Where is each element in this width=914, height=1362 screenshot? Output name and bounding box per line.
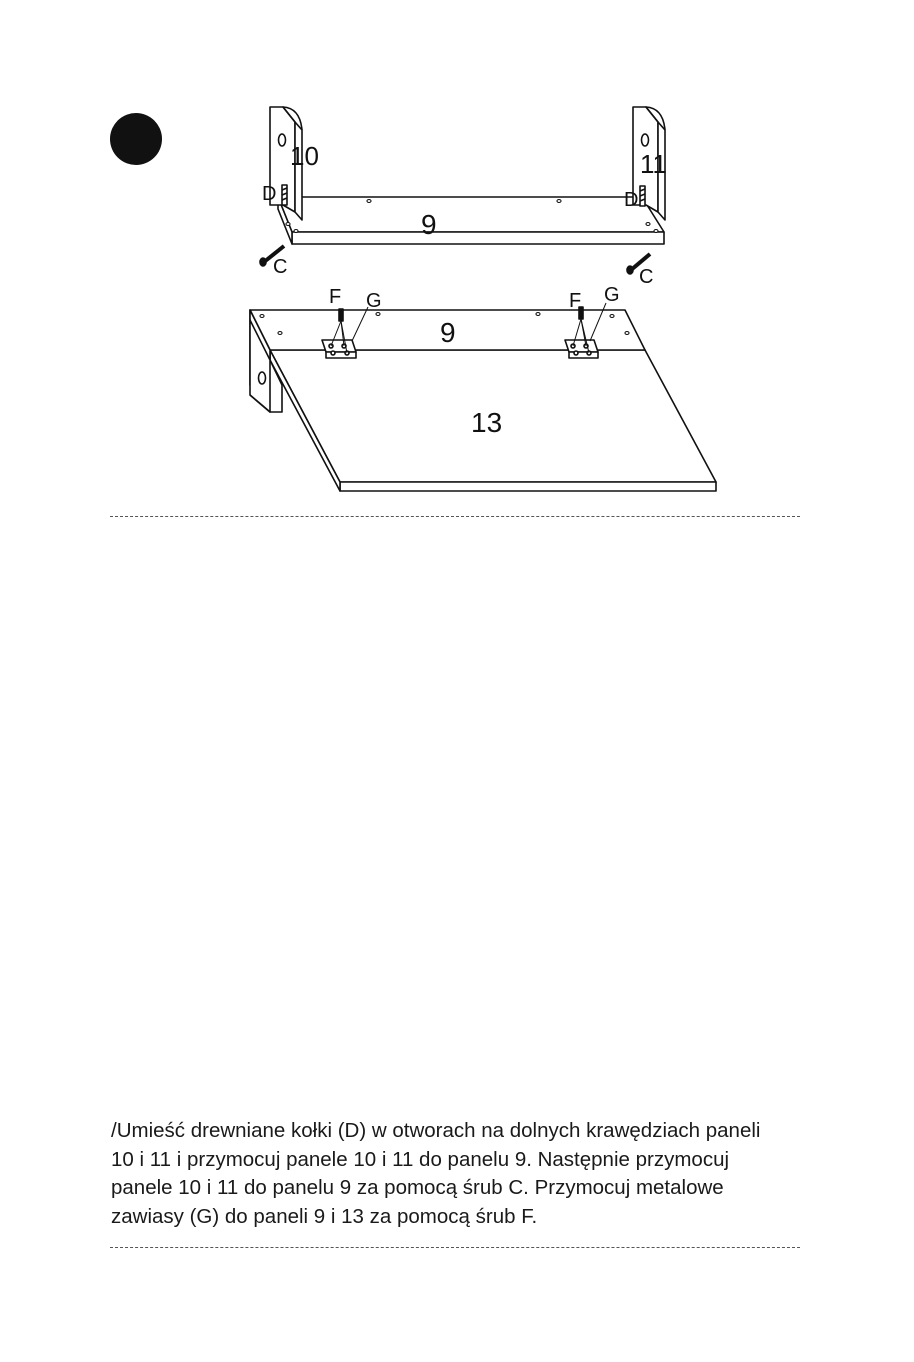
assembly-diagram: 10 11 D D 9 C C F G F G 9 13 (0, 0, 914, 520)
label-dowel-d-right: D (624, 189, 638, 211)
label-hinge-g-right: G (604, 284, 620, 306)
label-screw-f-left: F (329, 286, 341, 308)
label-panel-11: 11 (640, 149, 667, 179)
hinge-g-left (322, 340, 356, 358)
label-hinge-g-left: G (366, 290, 382, 312)
label-panel-13: 13 (471, 407, 502, 438)
panel-9-upper (278, 197, 664, 244)
section-divider-top (110, 516, 800, 517)
label-screw-f-right: F (569, 290, 581, 312)
assembly-instruction-text: /Umieść drewniane kołki (D) w otworach n… (111, 1117, 811, 1231)
label-panel-9-lower: 9 (440, 317, 456, 348)
hinge-g-right (565, 340, 598, 358)
section-divider-bottom (110, 1247, 800, 1248)
label-screw-c-right: C (639, 266, 653, 288)
label-dowel-d-left: D (262, 183, 276, 205)
label-screw-c-left: C (273, 256, 287, 278)
label-panel-10: 10 (290, 141, 319, 171)
label-panel-9-upper: 9 (421, 209, 437, 240)
